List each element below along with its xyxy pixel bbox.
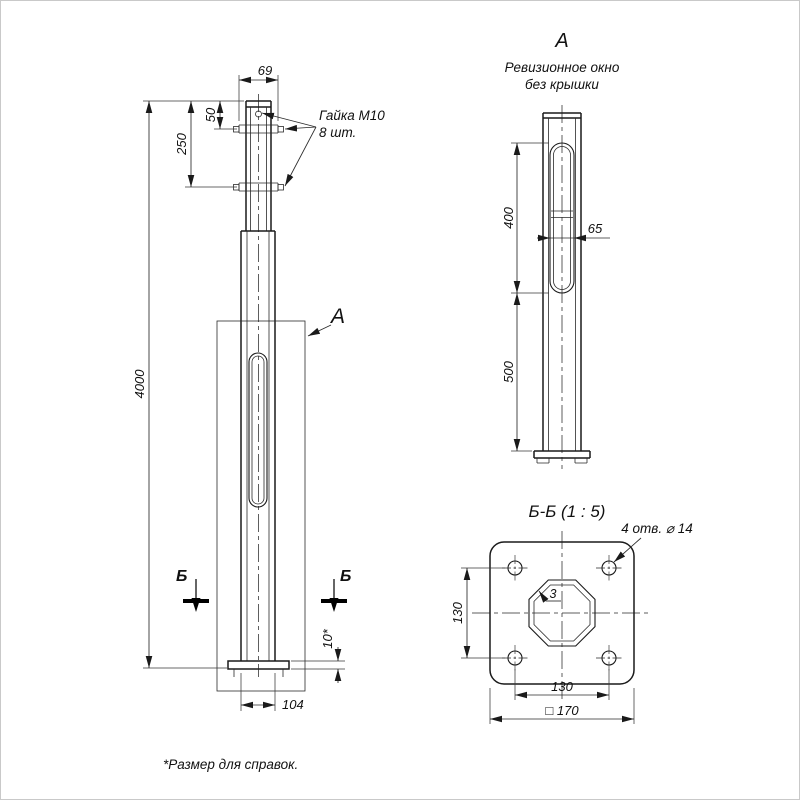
section-bb-title: Б-Б (1 : 5) [529,502,606,521]
section-cut-mark-left: Б [176,568,209,612]
dim-10-label: 10* [320,628,335,648]
nut-callout: Гайка М10 8 шт. [261,108,385,187]
nut-leader-2 [284,124,317,132]
view-a-caption-2: без крышки [525,77,599,92]
dim-400-label: 400 [501,206,516,228]
dim-50-label: 50 [203,107,218,122]
nut-note-line1: Гайка М10 [319,108,385,123]
top-bolt [255,110,262,118]
dim-104-label: 104 [282,697,304,712]
nut-right-1 [277,126,284,133]
view-a: А Ревизионное окно без крышки 400 500 65 [501,30,620,469]
nut-right-2 [277,184,284,191]
section-arrow-left [191,598,201,612]
view-a-window [549,142,575,294]
holes-note: 4 отв. ⌀ 14 [621,521,692,536]
bracket-row-2 [233,182,284,192]
detail-boundary-rect [216,320,306,692]
view-a-pointer: А [307,305,345,337]
nut-leader-1 [261,112,317,128]
dim-69-label: 69 [258,63,272,78]
anchor-holes [502,555,622,671]
section-cut-mark-right: Б [321,568,351,612]
pole-body [240,230,276,661]
base-flange [227,660,290,677]
view-a-caption-1: Ревизионное окно [505,60,620,75]
dim-170-label: □ 170 [545,703,579,718]
pole-cross-section-octagon [528,579,596,647]
nut-leader-3 [284,126,317,187]
revision-window-slot [248,352,268,508]
dim-130v-label: 130 [450,601,465,623]
reference-note: *Размер для справок. [163,757,298,772]
nut-note-line2: 8 шт. [319,125,356,140]
holes-callout: 4 отв. ⌀ 14 [613,521,693,563]
dim-130h-label: 130 [551,679,573,694]
view-a-pole [533,112,591,464]
section-arrow-right [329,598,339,612]
hole-centerlines [502,555,622,671]
section-letter-right: Б [340,568,351,585]
view-a-feet [536,458,588,464]
dim-65-label: 65 [588,221,603,236]
dim-wall-label: 3 [550,587,557,601]
wall-thickness-callout: 3 [538,587,561,603]
view-a-letter: А [329,305,345,328]
dim-500-label: 500 [501,360,516,382]
dim-4000-label: 4000 [132,369,147,399]
section-b-b: Б-Б (1 : 5) 3 4 отв. ⌀ 14 [450,502,693,724]
extension-lines-main [143,75,345,711]
extension-lines-section [461,567,635,724]
holes-leader [613,537,642,563]
main-elevation-view: 69 50 250 4000 104 10* Гайка М10 8 шт. А… [132,63,385,712]
base-plate [489,541,635,685]
dim-250-label: 250 [174,132,189,155]
pole-top-tube [245,100,272,231]
wall-leader [538,590,549,603]
window-crossbar [551,210,573,218]
view-a-leader [307,324,332,337]
section-letter-left: Б [176,568,187,585]
view-a-title: А [554,30,568,52]
view-a-flange [533,450,591,459]
